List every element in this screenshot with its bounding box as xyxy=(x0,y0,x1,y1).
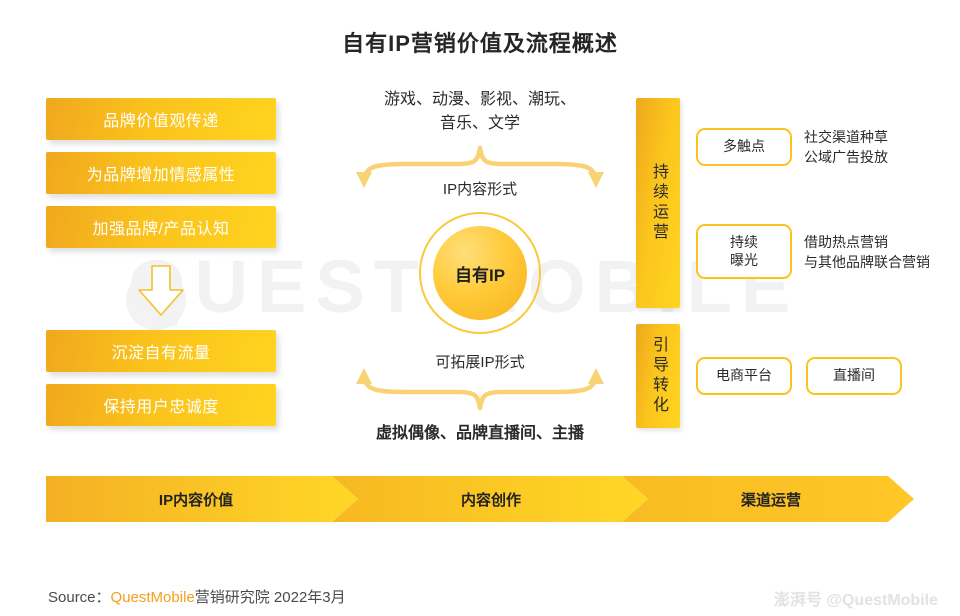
expandable-ip-forms-text: 虚拟偶像、品牌直播间、主播 xyxy=(375,425,584,442)
desc-multi-touchpoints: 社交渠道种草 公域广告投放 xyxy=(804,128,888,165)
source-brand: QuestMobile xyxy=(110,589,195,606)
operations-row-exposure: 持续 曝光 借助热点营销 与其他品牌联合营销 xyxy=(696,224,930,280)
center-ip-flow: 游戏、动漫、影视、潮玩、 音乐、文学 IP内容形式 自有IP 可拓展IP形式 虚… xyxy=(330,88,630,446)
desc-continuous-exposure: 借助热点营销 与其他品牌联合营销 xyxy=(804,233,930,270)
value-pill-own-traffic: 沉淀自有流量 xyxy=(46,330,276,372)
banner-step-channel-ops: 渠道运营 xyxy=(740,491,801,509)
value-pill-label: 保持用户忠诚度 xyxy=(103,399,219,416)
value-pill-emotional-attributes: 为品牌增加情感属性 xyxy=(46,152,276,194)
left-value-column: 品牌价值观传递 为品牌增加情感属性 加强品牌/产品认知 沉淀自有流量 保持用户忠… xyxy=(46,98,276,438)
tag-live-room[interactable]: 直播间 xyxy=(806,357,902,395)
right-operations-column: 持续运营 多触点 社交渠道种草 公域广告投放 持续 曝光 借助热点营销 与其他品… xyxy=(636,98,930,428)
conversion-label: 引导转化 xyxy=(650,336,667,416)
ip-circle-ring xyxy=(419,212,541,334)
process-banner-shapes xyxy=(46,476,914,522)
tag-ecommerce-platform[interactable]: 电商平台 xyxy=(696,357,792,395)
continuous-operations-group: 持续运营 多触点 社交渠道种草 公域广告投放 持续 曝光 借助热点营销 与其他品… xyxy=(636,98,930,308)
down-arrow-icon xyxy=(46,262,276,320)
ip-content-forms-label: IP内容形式 xyxy=(442,181,518,198)
value-pill-label: 品牌价值观传递 xyxy=(103,113,219,130)
ip-core-circle: 自有IP xyxy=(330,212,630,334)
bottom-brace-icon xyxy=(330,368,630,412)
footer-watermark: 澎湃号 @QuestMobile xyxy=(774,586,938,610)
value-pill-brand-values: 品牌价值观传递 xyxy=(46,98,276,140)
ip-circle-label: 自有IP xyxy=(433,226,527,320)
source-suffix: 营销研究院 2022年3月 xyxy=(194,589,346,606)
tag-multi-touchpoints[interactable]: 多触点 xyxy=(696,128,792,166)
operations-rows: 多触点 社交渠道种草 公域广告投放 持续 曝光 借助热点营销 与其他品牌联合营销 xyxy=(680,98,930,308)
conversion-tags: 电商平台 直播间 xyxy=(680,324,902,428)
value-pill-label: 沉淀自有流量 xyxy=(111,345,211,362)
page-title: 自有IP营销价值及流程概述 xyxy=(342,31,618,56)
value-pill-label: 加强品牌/产品认知 xyxy=(92,221,230,238)
banner-step-ip-value: IP内容价值 xyxy=(158,491,234,509)
continuous-operations-bar: 持续运营 xyxy=(636,98,680,308)
value-pill-label: 为品牌增加情感属性 xyxy=(86,167,236,184)
value-pill-product-awareness: 加强品牌/产品认知 xyxy=(46,206,276,248)
operations-row-touchpoints: 多触点 社交渠道种草 公域广告投放 xyxy=(696,127,930,168)
source-footer: Source：QuestMobile营销研究院 2022年3月 xyxy=(48,586,346,607)
source-prefix: Source： xyxy=(48,589,111,606)
top-brace-icon xyxy=(330,144,630,188)
conversion-bar: 引导转化 xyxy=(636,324,680,428)
footer-watermark-text: 澎湃号 @QuestMobile xyxy=(773,592,938,609)
ip-content-forms-text: 游戏、动漫、影视、潮玩、 音乐、文学 xyxy=(383,91,576,132)
tag-continuous-exposure[interactable]: 持续 曝光 xyxy=(696,224,792,280)
conversion-group: 引导转化 电商平台 直播间 xyxy=(636,324,930,428)
continuous-operations-label: 持续运营 xyxy=(650,163,667,243)
process-banner: IP内容价值 内容创作 渠道运营 xyxy=(46,476,914,522)
expandable-ip-forms-label: 可拓展IP形式 xyxy=(435,354,525,371)
banner-step-content-creation: 内容创作 xyxy=(460,491,521,509)
value-pill-user-loyalty: 保持用户忠诚度 xyxy=(46,384,276,426)
